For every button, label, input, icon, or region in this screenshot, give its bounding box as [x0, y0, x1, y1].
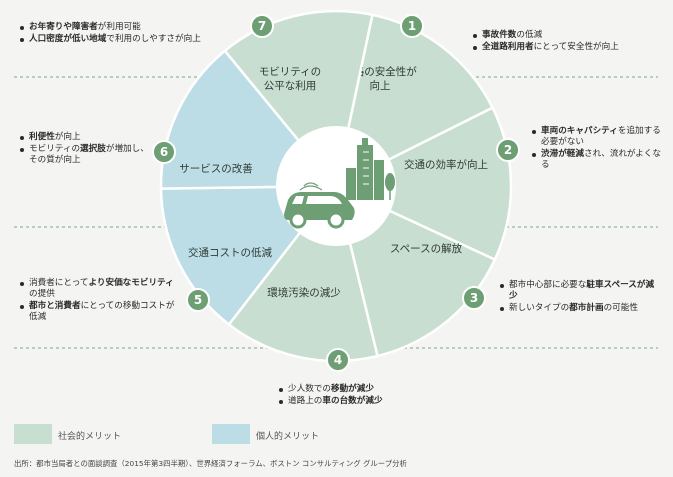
wheel-segment: [333, 106, 513, 262]
segment-label: 環境汚染の減少: [267, 286, 341, 299]
note-4: 少人数での移動が減少道路上の車の台数が減少: [279, 384, 479, 408]
note-item: 都市中心部に必要な駐車スペースが減少: [500, 280, 660, 302]
segment-label: 公平な利用: [264, 80, 317, 92]
number-badge: [186, 288, 210, 312]
number-badge-text: 5: [194, 293, 202, 307]
note-item: 人口密度が低い地域で利用のしやすさが向上: [20, 34, 220, 45]
segment-label: 交通の効率が向上: [404, 158, 488, 171]
legend-social-swatch: [14, 424, 52, 444]
number-badge-text: 6: [160, 145, 168, 159]
note-item: モビリティの選択肢が増加し、その質が向上: [20, 144, 150, 166]
note-item: 車両のキャパシティを追加する必要がない: [532, 126, 662, 148]
legend-personal: 個人的メリット: [212, 424, 362, 444]
note-6: 利便性が向上モビリティの選択肢が増加し、その質が向上: [20, 132, 150, 167]
legend-personal-swatch: [212, 424, 250, 444]
note-7: お年寄りや障害者が利用可能人口密度が低い地域で利用のしやすさが向上: [20, 22, 220, 46]
number-badge: [496, 138, 520, 162]
note-1: 事故件数の低減全道路利用者にとって安全性が向上: [473, 30, 658, 54]
note-item: 都市と消費者にとっての移動コストが低減: [20, 301, 180, 323]
number-badge-text: 3: [470, 291, 478, 305]
segment-label: サービスの改善: [179, 162, 253, 175]
number-badge: [326, 348, 350, 372]
number-badge-text: 4: [334, 353, 342, 367]
legend-social: 社会的メリット: [14, 424, 164, 444]
note-2: 車両のキャパシティを追加する必要がない渋滞が軽減され、流れがよくなる: [532, 126, 662, 172]
note-3: 都市中心部に必要な駐車スペースが減少新しいタイプの都市計画の可能性: [500, 280, 660, 315]
number-badge: [462, 286, 486, 310]
note-item: 利便性が向上: [20, 132, 150, 143]
number-badge-text: 7: [258, 19, 266, 33]
note-item: 消費者にとってより安価なモビリティの提供: [20, 278, 180, 300]
segment-label: モビリティの: [259, 66, 321, 78]
note-item: 道路上の車の台数が減少: [279, 396, 479, 407]
number-badge: [250, 14, 274, 38]
number-badge-text: 1: [408, 19, 416, 33]
legend-social-label: 社会的メリット: [58, 432, 122, 442]
number-badge: [152, 140, 176, 164]
dashed-separators: [14, 76, 658, 349]
note-item: 渋滞が軽減され、流れがよくなる: [532, 149, 662, 171]
segment-label: スペースの解放: [390, 242, 463, 255]
source-note: 出所：都市当局者との面談調査（2015年第3四半期）、世界経済フォーラム、ボスト…: [14, 459, 407, 468]
segment-label: 交通コストの低減: [188, 246, 272, 259]
segment-label: 向上: [370, 79, 391, 92]
note-item: 少人数での移動が減少: [279, 384, 479, 395]
note-item: 全道路利用者にとって安全性が向上: [473, 42, 658, 53]
note-item: 事故件数の低減: [473, 30, 658, 41]
legend-personal-label: 個人的メリット: [256, 432, 320, 442]
number-badge: [400, 14, 424, 38]
note-item: 新しいタイプの都市計画の可能性: [500, 303, 660, 314]
note-5: 消費者にとってより安価なモビリティの提供都市と消費者にとっての移動コストが低減: [20, 278, 180, 324]
number-badge-text: 2: [504, 143, 512, 157]
autonomous-car-city-icon: [284, 138, 395, 229]
number-badges: 1 2 3 4 5 6 7: [152, 14, 520, 372]
note-item: お年寄りや障害者が利用可能: [20, 22, 220, 33]
